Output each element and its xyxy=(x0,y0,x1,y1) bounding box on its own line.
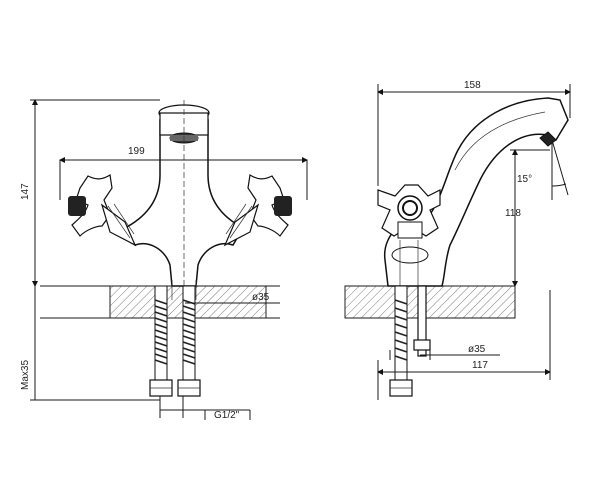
side-countertop xyxy=(344,285,516,319)
side-supply-hose xyxy=(389,285,431,397)
front-hole-dim: ø35 xyxy=(252,292,270,303)
front-thread-dim: G1/2" xyxy=(214,410,240,421)
front-supply-hoses xyxy=(149,280,201,397)
side-view: 158 118 15° ø35 117 xyxy=(344,80,571,400)
front-width-dim: 199 xyxy=(128,146,145,157)
side-cross-handle xyxy=(377,184,441,239)
side-reach-dim: 158 xyxy=(464,80,481,91)
side-angle-dim: 15° xyxy=(517,174,532,185)
front-view: 199 147 Max35 ø35 G1/2" xyxy=(20,99,308,421)
front-height-dim: 147 xyxy=(20,183,31,200)
side-spout-height-dim: 118 xyxy=(505,208,521,219)
side-dimensions: 158 118 15° ø35 117 xyxy=(377,80,571,400)
front-left-handle xyxy=(68,174,137,247)
front-max-dim: Max35 xyxy=(20,360,31,390)
front-dimensions: 199 147 Max35 ø35 G1/2" xyxy=(20,99,308,421)
side-base-dim: 117 xyxy=(472,360,488,371)
front-right-handle xyxy=(223,174,292,247)
side-hole-dim: ø35 xyxy=(468,344,486,355)
